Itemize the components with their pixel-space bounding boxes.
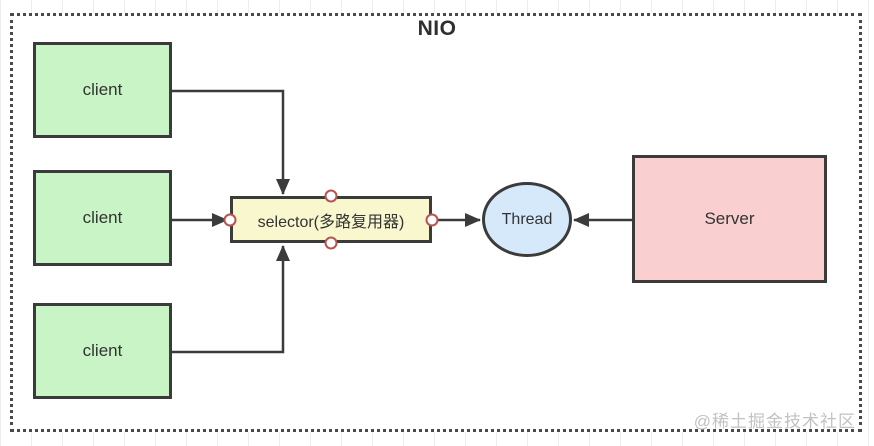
node-client-2: client [33,170,172,266]
watermark: @稀土掘金技术社区 [693,412,856,431]
diagram-title: NIO [417,17,457,40]
node-server-label: Server [704,209,755,228]
node-selector: selector(多路复用器) [230,196,432,243]
node-selector-label: selector(多路复用器) [257,213,405,231]
node-client-3: client [33,303,172,399]
node-client-1-label: client [82,80,123,99]
node-client-3-label: client [82,341,123,360]
node-client-2-label: client [82,208,123,227]
node-thread-label: Thread [501,210,553,228]
node-server: Server [632,155,827,283]
node-client-1: client [33,42,172,138]
node-thread: Thread [482,182,572,257]
